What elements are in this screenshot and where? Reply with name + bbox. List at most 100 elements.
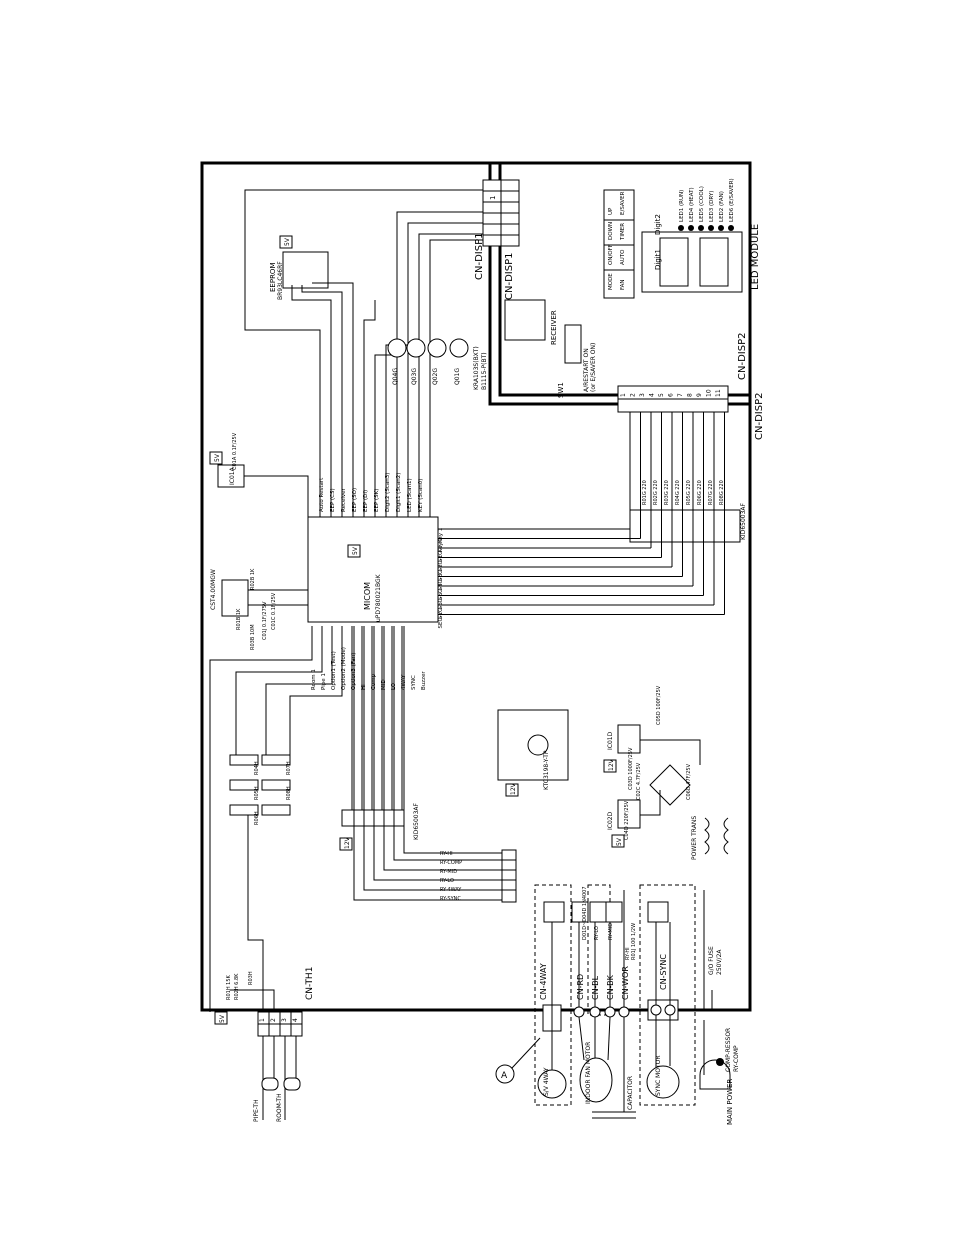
cn-disp2-pin-label: 9 [696,393,703,397]
led-dot [708,225,714,231]
output-vertical-wires [551,890,713,1010]
segment-resistor-label: R05G 220 [686,480,692,505]
sv-4way-label: S/V 4WAY [543,1067,550,1096]
buzzer-circuit: KTC3198-Y-TP [497,709,569,790]
segment-resistor-label: R03G 220 [664,480,670,505]
micom-right-pin-label: SEG-7 [438,611,444,628]
led-module: LED MODULE Digit1 Digit2 [641,214,761,293]
key-label: UP [608,207,614,215]
cn-rd-label: CN-RD [576,974,585,1000]
part-label: R04H [254,761,260,775]
compressor-label-2: RY-COMP [733,1045,740,1072]
micom-bottom-pin-label: Option2 (Mode) [341,647,347,690]
pipe-th-label: PIPE-TH [253,1099,260,1122]
cn-disp2-pin-label: 4 [649,393,656,397]
cn-sync-label: CN-SYNC [659,954,668,990]
oscillator-label: CST4.00MGW [210,569,217,610]
micom-left-pin-label: LED (Scan1) [407,478,413,512]
micom-left-pin-label: KEY (Scan0) [418,479,424,512]
led-dot [728,225,734,231]
12v-label-psu: 12V [608,758,615,771]
cn-disp1-label-b: CN-DISP1 [504,253,515,300]
part-label: R01H 15K [226,974,232,1000]
segment-resistor-label: R01G 220 [642,480,648,505]
power-trans-label: POWER TRANS [691,816,698,860]
part-label: R02B 1K [250,568,256,590]
5v-tag-th [214,1011,228,1025]
led-labels: LED1 (RUN) LED4 (HEAT) LED5 (COOL) LED3 (DR… [678,178,735,231]
12v-tag-driver [339,837,353,851]
cn-4way-label: CN-4WAY [539,963,548,1000]
part-label: RY-HI [625,947,631,960]
oscillator [221,579,249,617]
micom-bottom-pin-label: Option1 (Test) [331,651,337,690]
power-supply: IC01D IC02D POWER TRANS [607,724,729,860]
micom-right-pin-label: SEG-1 [438,555,444,572]
cn-disp2-pin-label: 2 [630,393,637,397]
cn-disp2-pin-label: 1 [620,393,627,397]
led-label: LED5 (COOL) [699,186,705,222]
micom-bottom-pin-label: Room 1 [311,669,317,690]
key-switch-array [603,189,635,299]
cn-wor-label: CN-WOR [621,966,630,1000]
micom-right-pin-label: SEG-2 [438,564,444,581]
key-label: MODE [608,273,614,290]
part-label: C01J 0.1F/275V [262,601,268,640]
part-label: C06D 47F/25V [686,763,692,800]
fuse-rating: 250V/2A [716,949,723,975]
micom-left-pin-label: Digit1 (Scan2) [396,473,402,512]
cn-disp2-pin-label: 7 [677,393,684,397]
marker-a-label: A [501,1071,508,1081]
cn-disp2-pin-label: 6 [668,393,675,397]
part-label: C04D 220F/25V [624,800,630,840]
indoor-fan-motor-label: INDOOR FAN MOTOR [585,1042,592,1104]
cn-th1-label: CN-TH1 [305,967,315,1000]
cn-th1-pin-label: 2 [270,1018,277,1022]
cn-disp1-pin-label: 1 [489,196,497,200]
5v-label-reset: 5V [214,453,221,462]
fuse-label: G/O FUSE [708,946,715,975]
cn-disp2-pin-label: 3 [639,393,646,397]
5v-label-th: 5V [219,1014,226,1023]
micom-right-pin-label: Key 1 [438,528,444,543]
led-label: LED3 (DRY) [709,191,715,222]
led-label: LED1 (RUN) [679,190,685,222]
12v-label-driver: 12V [344,836,351,849]
micom-right-pin-label: SEG-4 [438,583,444,600]
marker-a: A [495,1037,541,1084]
sync-dashed-box [639,884,696,1106]
part-label: C02C 4.7F/25V [636,762,642,800]
relay-lo [571,901,589,923]
cn-th1-pin-label: 1 [259,1018,266,1022]
led-module-label: LED MODULE [750,224,761,290]
relay-sync [647,901,669,923]
led-label: LED4 (HEAT) [689,187,695,222]
part-label: R01B 1K [236,608,242,630]
cn-disp2-label: CN-DISP2 [754,393,765,440]
part-label: RY-MID [608,923,614,940]
compressor-label: COMP-RESSOR [725,1028,732,1072]
micom-label: MICOM [363,582,372,610]
part-label: R08H [286,786,292,800]
digit1-label: Digit1 [654,249,662,270]
micom-right-pin-label: SEG-3 [438,573,444,590]
micom-bottom-pin-label: Pipe 1 [321,673,327,690]
relay-label: RY-HI [440,851,453,857]
external-fan-motor: INDOOR FAN MOTOR [578,1016,613,1104]
key-label: ON/OFF [608,244,614,265]
key-label: DOWN [608,222,614,240]
part-label: R02H 6.8K [234,973,240,1000]
q02g-label: Q02G [432,368,439,385]
eeprom-label: EEPROM [269,263,277,292]
eeprom-part: BR93LC46RF [277,261,284,300]
micom-left-pin-label: EEP (DI) [363,490,369,512]
cn-disp2-pin-label: 10 [706,389,713,397]
led-dot [688,225,694,231]
cn-th1-pin-label: 3 [281,1018,288,1022]
relay-label: RY-MID [440,869,457,875]
